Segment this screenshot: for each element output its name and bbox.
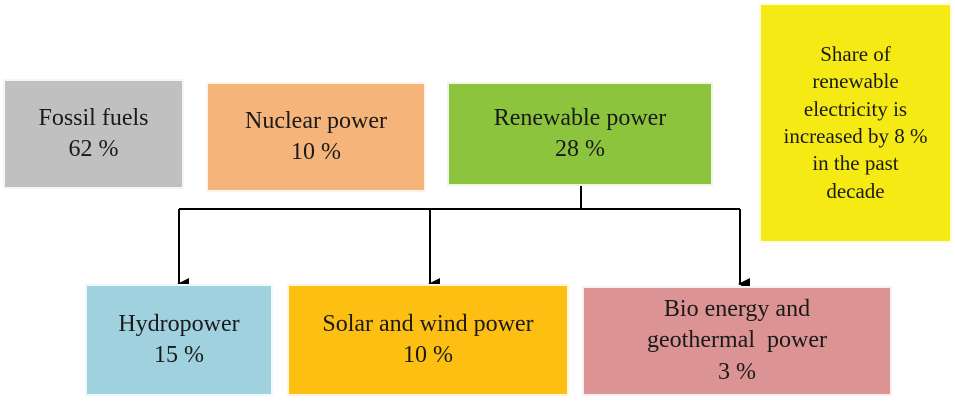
renewable-power-box: Renewable power 28 % xyxy=(447,82,713,186)
solar-wind-label: Solar and wind power xyxy=(322,310,534,337)
fossil-fuels-value: 62 % xyxy=(68,136,119,162)
renewable-power-value: 28 % xyxy=(555,136,605,162)
bio-geothermal-value: 3 % xyxy=(718,358,756,385)
fossil-fuels-box: Fossil fuels 62 % xyxy=(3,79,184,189)
note-line-1: Share of xyxy=(820,42,891,67)
bio-geothermal-label-line1: Bio energy and xyxy=(663,296,811,323)
solar-wind-value: 10 % xyxy=(403,342,453,368)
note-line-4: increased by 8 % xyxy=(783,124,928,148)
hydropower-box: Hydropower 15 % xyxy=(85,284,273,396)
bio-geothermal-box: Bio energy and geothermal power 3 % xyxy=(582,286,892,396)
note-line-6: decade xyxy=(826,178,885,203)
note-line-2: renewable xyxy=(812,69,899,94)
solar-wind-box: Solar and wind power 10 % xyxy=(287,284,569,396)
bio-geothermal-label-line2: geothermal power xyxy=(647,327,827,354)
hydropower-label: Hydropower xyxy=(118,310,240,337)
renewable-power-label: Renewable power xyxy=(493,104,667,131)
note-line-5: in the past xyxy=(812,151,899,176)
nuclear-power-label: Nuclear power xyxy=(245,107,387,134)
nuclear-power-value: 10 % xyxy=(291,139,341,165)
hydropower-value: 15 % xyxy=(154,342,204,368)
fossil-fuels-label: Fossil fuels xyxy=(38,104,149,131)
nuclear-power-box: Nuclear power 10 % xyxy=(206,82,426,192)
note-line-3: electricity is xyxy=(803,96,908,121)
renewable-share-note: Share of renewable electricity is increa… xyxy=(759,3,952,243)
